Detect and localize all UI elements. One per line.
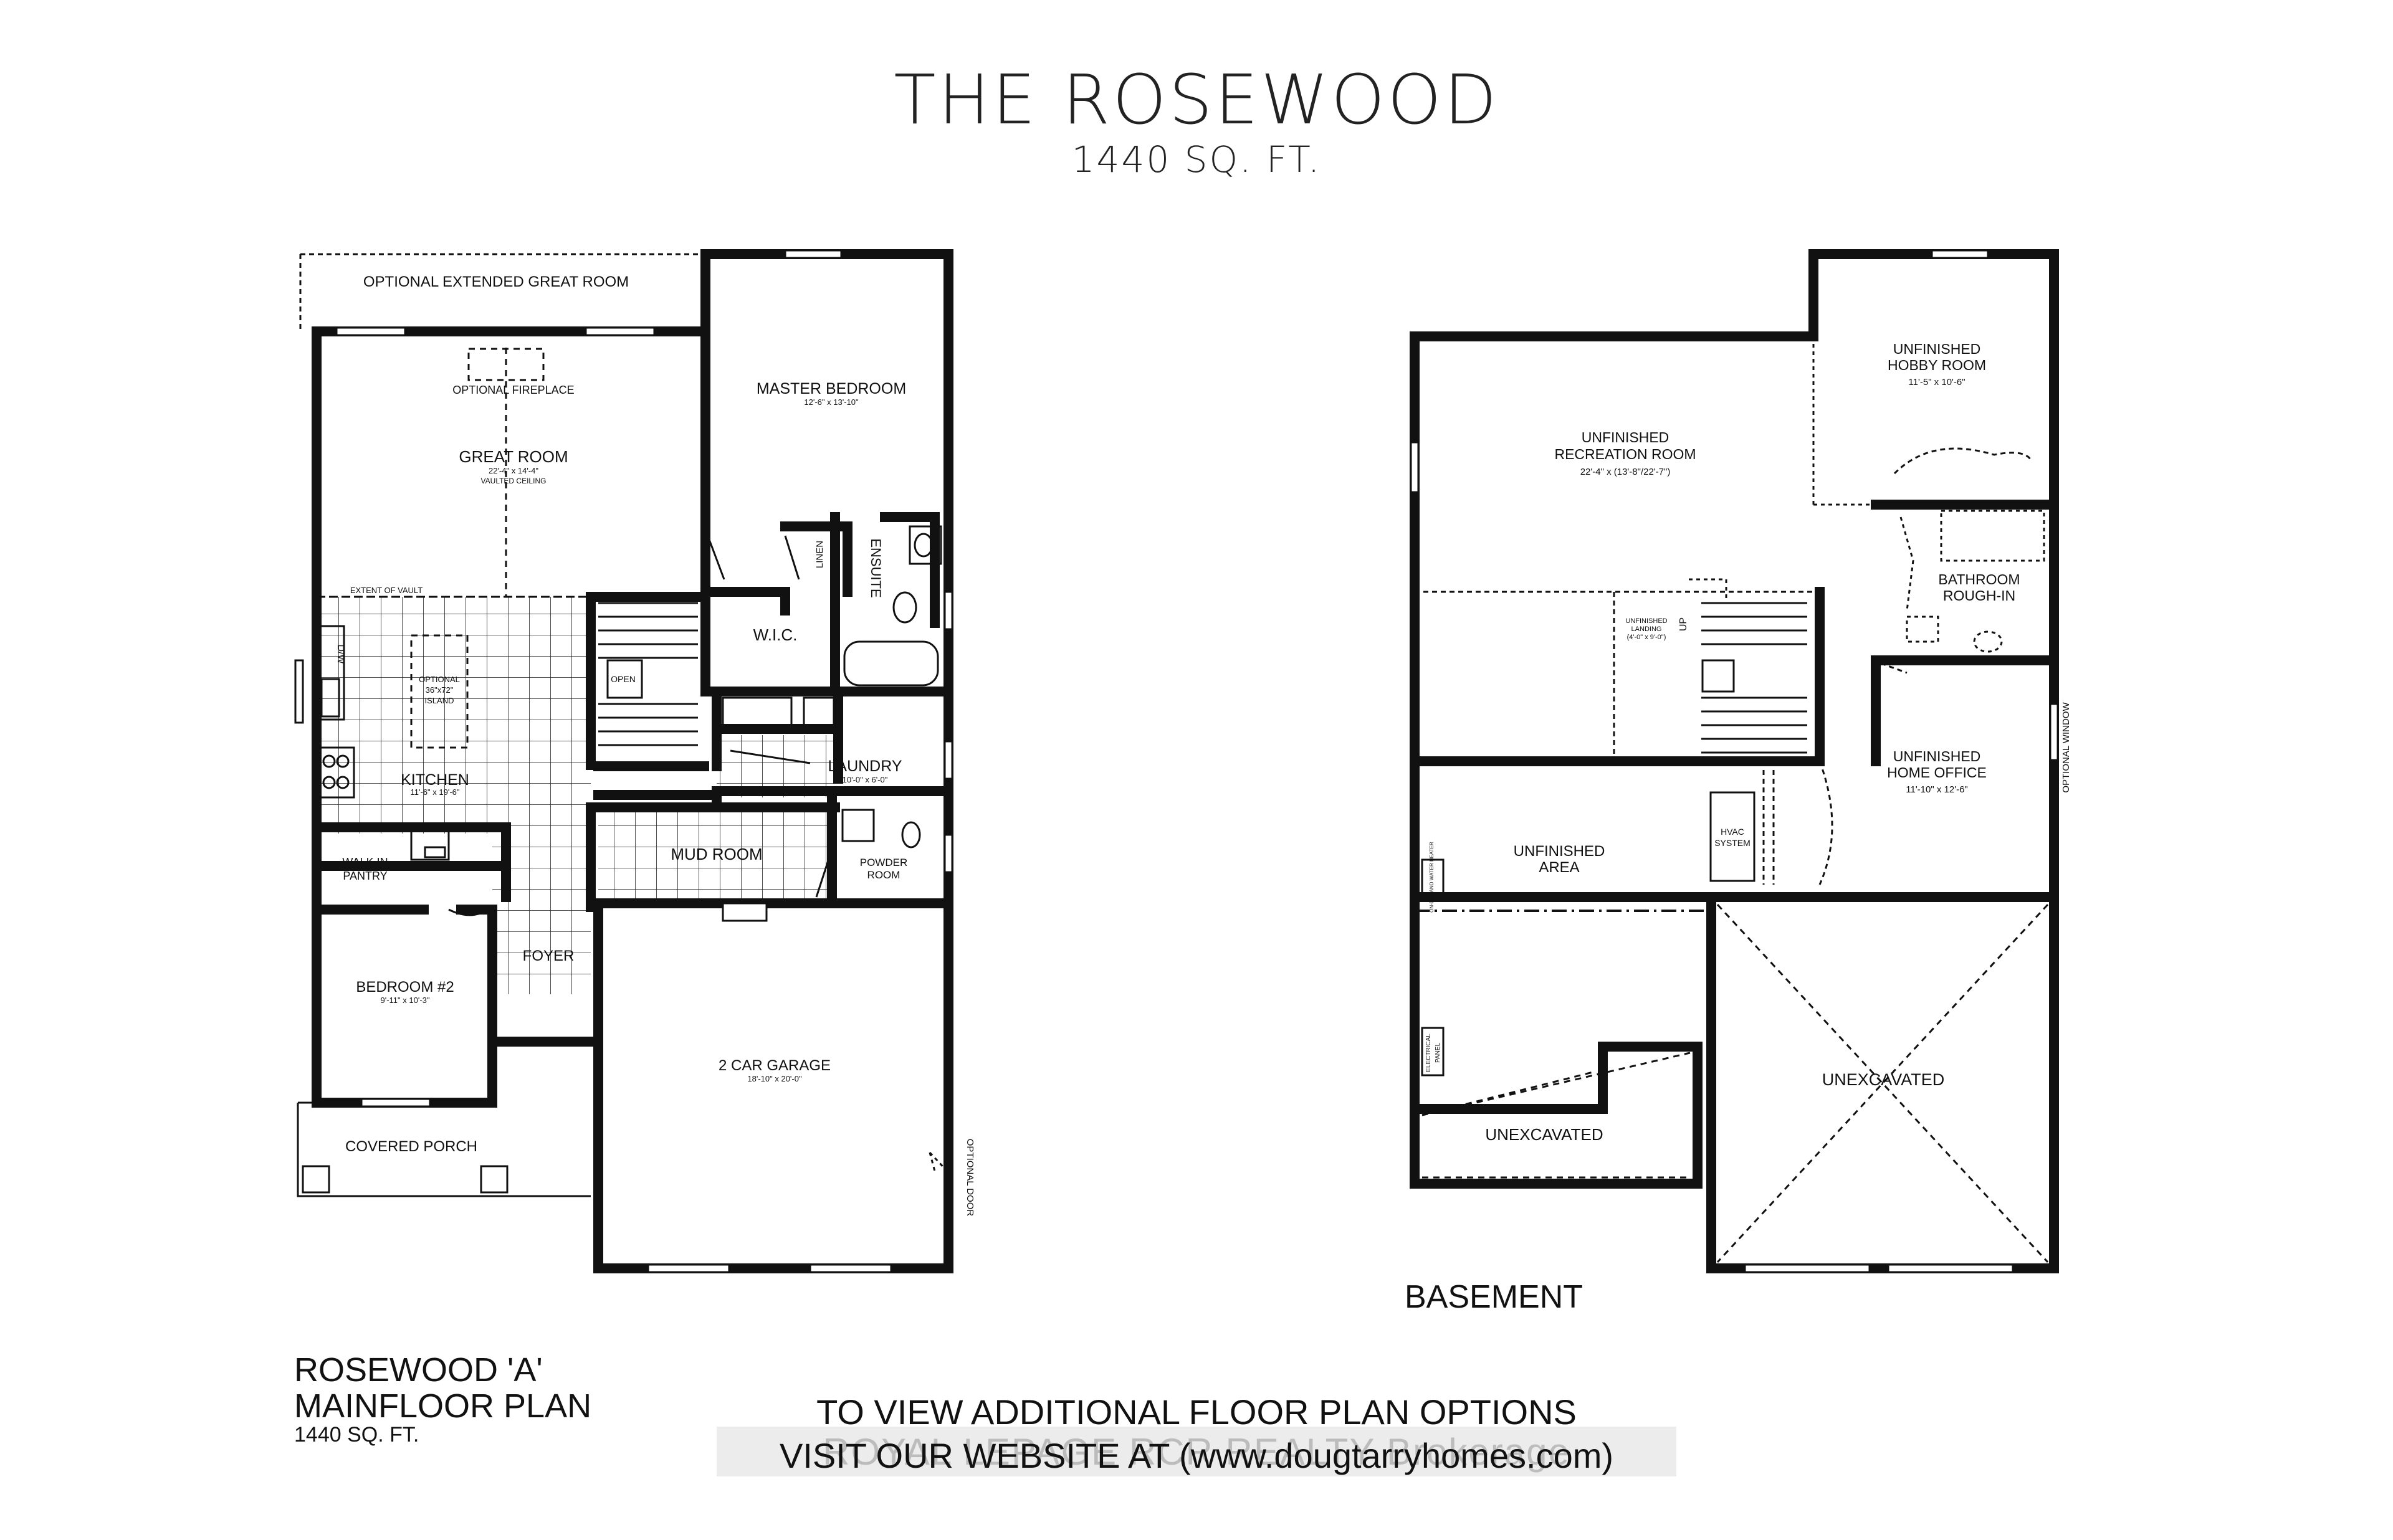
label-office-1: UNFINISHED	[1893, 748, 1981, 764]
label-great-room-dim: 22'-4" x 14'-4"	[489, 466, 538, 475]
label-bedroom2: BEDROOM #2	[356, 979, 454, 996]
basement-title: BASEMENT	[1405, 1279, 1583, 1315]
label-island-3: ISLAND	[425, 696, 454, 705]
label-laundry: LAUNDRY	[828, 758, 902, 775]
label-dn: DN	[586, 721, 596, 736]
label-unfinished-1: UNFINISHED	[1514, 843, 1605, 860]
label-electrical-2: PANEL	[1435, 1043, 1441, 1063]
label-wic: W.I.C.	[753, 625, 798, 644]
label-extent-vault: EXTENT OF VAULT	[350, 586, 423, 595]
label-powder-1: POWDER	[860, 857, 908, 868]
label-office-dim: 11'-10" x 12'-6"	[1906, 784, 1968, 795]
label-unfinished-2: AREA	[1539, 859, 1579, 876]
plan-label-type: MAINFLOOR PLAN	[294, 1387, 592, 1425]
label-electrical-1: ELECTRICAL	[1425, 1034, 1432, 1072]
label-unexcavated-large: UNEXCAVATED	[1822, 1070, 1945, 1089]
label-bedroom2-dim: 9'-11" x 10'-3"	[381, 996, 430, 1005]
label-rec-dim: 22'-4" x (13'-8"/22'-7")	[1580, 467, 1671, 477]
label-hobby-dim: 11'-5" x 10'-6"	[1908, 377, 1965, 387]
label-walkin-1: WALK IN	[342, 856, 388, 868]
main-floor-plan	[294, 249, 953, 1273]
label-laundry-dim: 10'-0" x 6'-0"	[843, 775, 888, 784]
watermark-band	[717, 1427, 1676, 1476]
label-powder-2: ROOM	[867, 869, 900, 881]
page-title: THE ROSEWOOD	[894, 60, 1499, 140]
label-covered-porch: COVERED PORCH	[345, 1138, 477, 1155]
page-subtitle-area: 1440 SQ. FT.	[1071, 138, 1322, 181]
label-island-1: OPTIONAL	[419, 675, 460, 684]
label-rec-1: UNFINISHED	[1582, 429, 1669, 445]
basement-plan	[1410, 249, 2059, 1273]
watermark-text: ROYAL LEPAGE RCR REALTY Brokerage	[823, 1431, 1570, 1473]
label-walkin-2: PANTRY	[343, 870, 387, 882]
label-up: UP	[1678, 617, 1689, 631]
label-optional-extended: OPTIONAL EXTENDED GREAT ROOM	[363, 273, 629, 290]
label-landing-2: LANDING	[1631, 625, 1662, 633]
label-kitchen-dim: 11'-6" x 19'-6"	[411, 787, 460, 797]
label-hobby-2: HOBBY ROOM	[1888, 357, 1986, 373]
label-landing-1: UNFINISHED	[1625, 617, 1667, 625]
label-rec-2: RECREATION ROOM	[1554, 446, 1696, 462]
label-hvac-2: SYSTEM	[1714, 838, 1751, 848]
label-mud-room: MUD ROOM	[671, 845, 762, 863]
label-open: OPEN	[611, 674, 636, 684]
label-garage: 2 CAR GARAGE	[719, 1057, 831, 1074]
label-hobby-1: UNFINISHED	[1893, 341, 1981, 357]
label-optional-fireplace: OPTIONAL FIREPLACE	[452, 384, 574, 396]
kitchen-tile-floor	[317, 597, 591, 834]
label-great-room: GREAT ROOM	[459, 447, 568, 466]
label-office-2: HOME OFFICE	[1887, 764, 1987, 781]
label-optional-door: OPTIONAL DOOR	[965, 1139, 975, 1217]
label-ensuite: ENSUITE	[868, 538, 884, 597]
label-vaulted: VAULTED CEILING	[481, 477, 547, 485]
room-labels: OPTIONAL EXTENDED GREAT ROOM OPTIONAL FI…	[335, 273, 2071, 1216]
label-landing-3: (4'-0" x 9'-0")	[1627, 634, 1666, 641]
label-foyer: FOYER	[523, 948, 575, 964]
plan-label-name: ROSEWOOD 'A'	[294, 1351, 543, 1389]
label-hvac-1: HVAC	[1721, 827, 1744, 837]
label-linen: LINEN	[814, 541, 825, 568]
label-optional-window: OPTIONAL WINDOW	[2061, 702, 2071, 793]
label-garage-dim: 18'-10" x 20'-0"	[747, 1074, 802, 1083]
label-master-bedroom: MASTER BEDROOM	[757, 380, 906, 397]
label-unexcavated-small: UNEXCAVATED	[1485, 1125, 1603, 1144]
label-bath-2: ROUGH-IN	[1943, 587, 2015, 604]
label-heater: ON-DEMAND WATER HEATER	[1429, 842, 1435, 913]
footer-website-link[interactable]: VISIT OUR WEBSITE AT (www.dougtarryhomes…	[779, 1436, 1614, 1475]
mudroom-tile-floor	[598, 807, 835, 900]
label-kitchen: KITCHEN	[401, 771, 469, 789]
label-bath-1: BATHROOM	[1938, 571, 2020, 587]
footer-line-1: TO VIEW ADDITIONAL FLOOR PLAN OPTIONS	[816, 1392, 1577, 1432]
label-dw: D/W	[335, 644, 346, 664]
label-island-2: 36"x72"	[426, 685, 454, 695]
label-master-dim: 12'-6" x 13'-10"	[804, 397, 859, 407]
plan-label-area: 1440 SQ. FT.	[294, 1423, 419, 1447]
